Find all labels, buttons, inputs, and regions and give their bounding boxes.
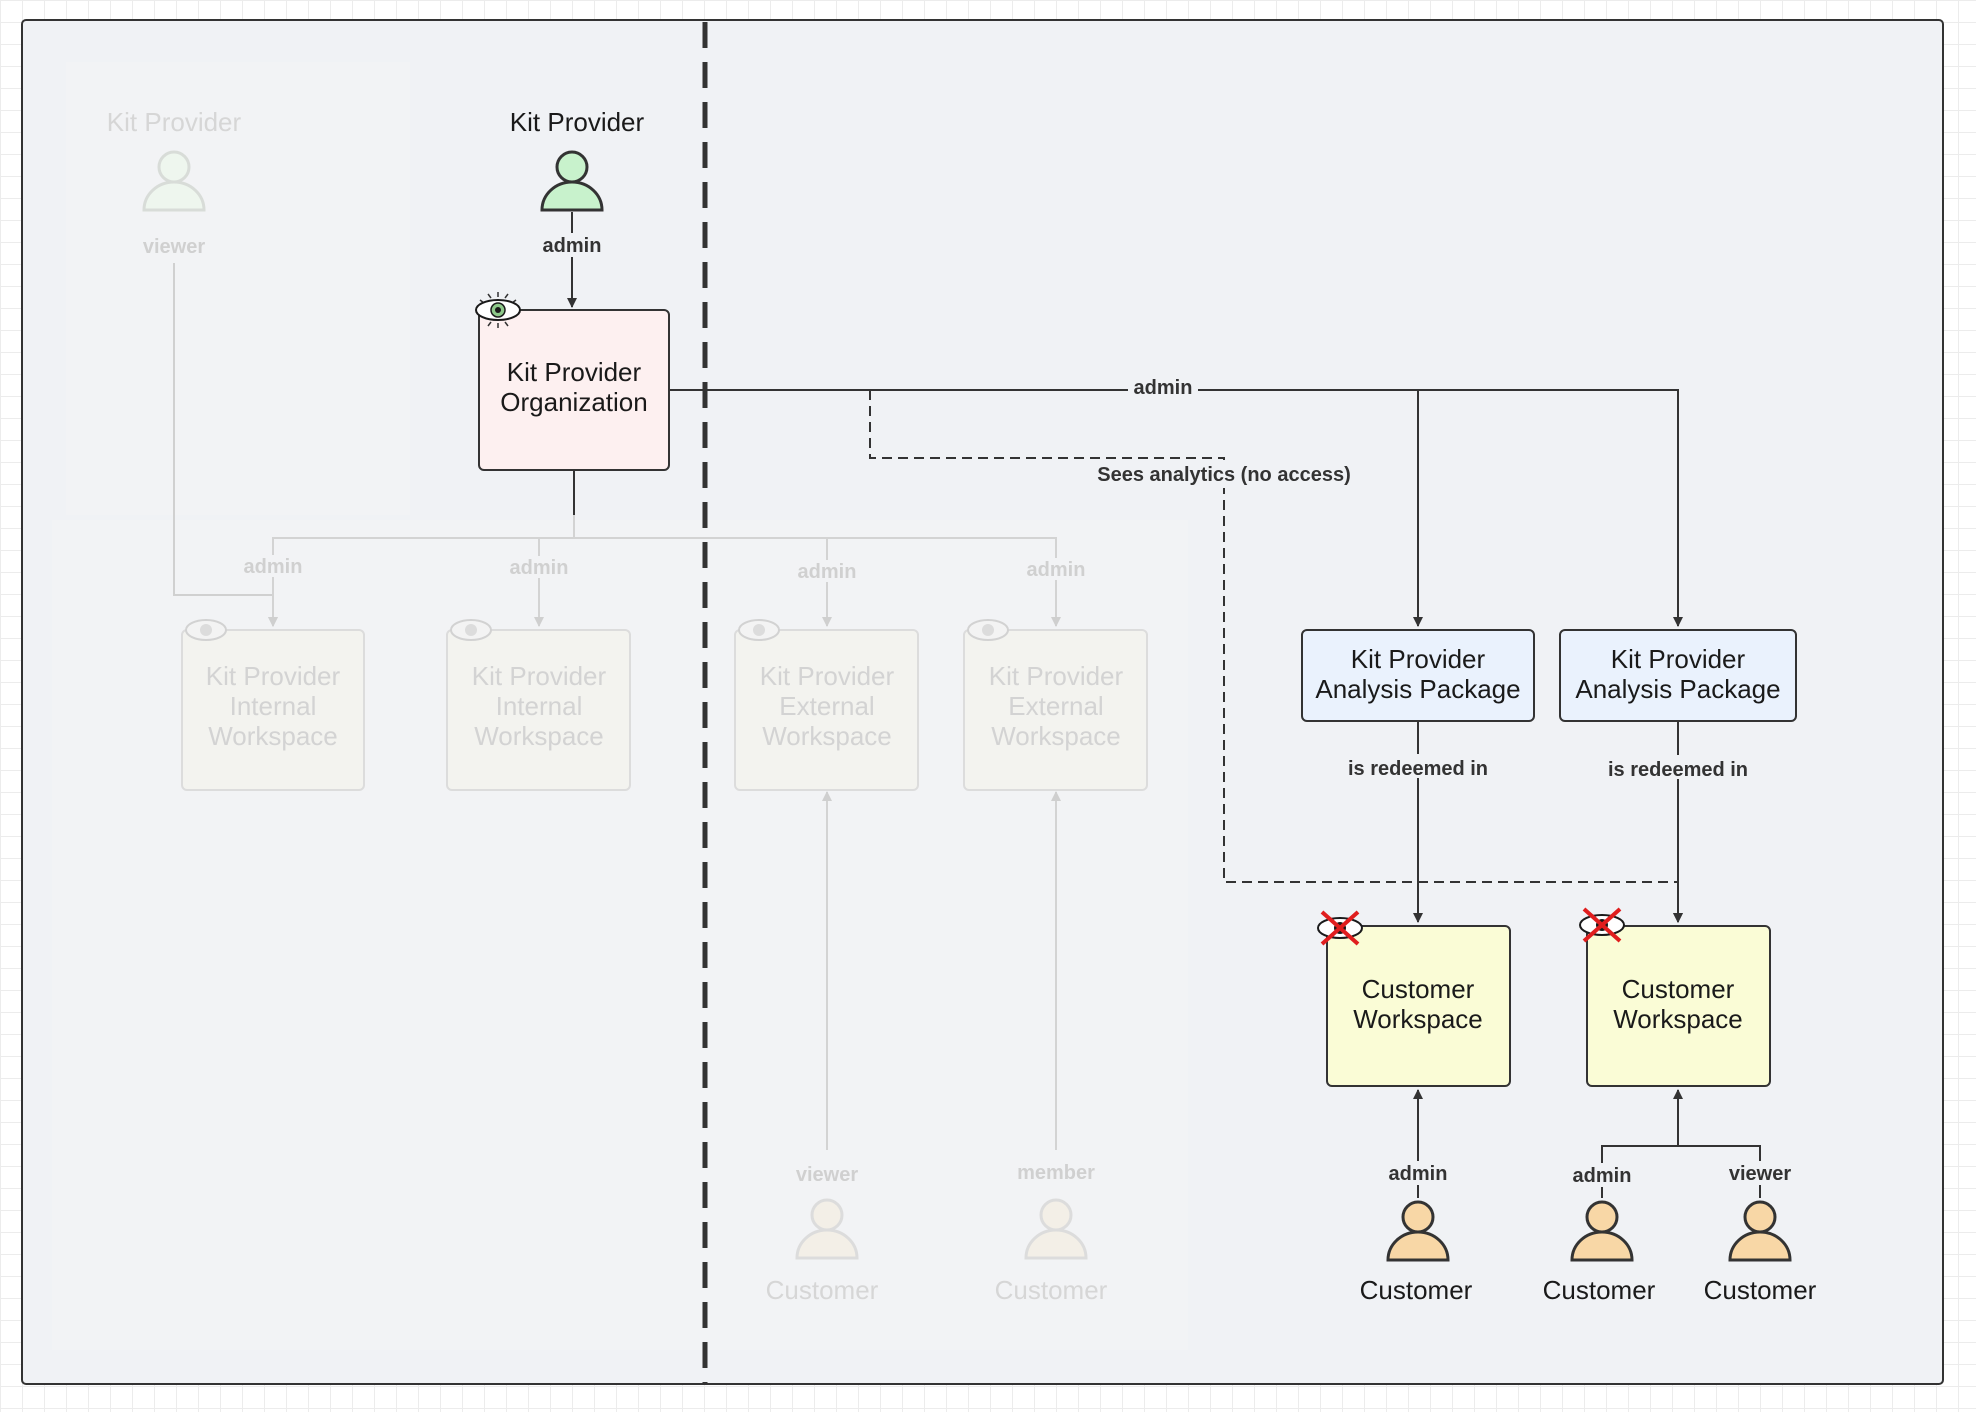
faded-customer-2: Customer bbox=[995, 1198, 1108, 1305]
svg-text:Customer: Customer bbox=[1543, 1275, 1656, 1305]
customer-role-2: admin bbox=[1573, 1165, 1632, 1187]
customer-role-3: viewer bbox=[1729, 1163, 1791, 1185]
organization-box[interactable]: Kit Provider Organization bbox=[478, 309, 670, 471]
sees-analytics-edge bbox=[869, 390, 1683, 923]
customer-actor-2: Customer bbox=[1543, 1200, 1656, 1305]
organization-label-line1: Kit Provider bbox=[507, 357, 642, 387]
svg-text:Kit Provider: Kit Provider bbox=[472, 661, 607, 691]
svg-text:Internal: Internal bbox=[230, 691, 317, 721]
redeemed-label-1: is redeemed in bbox=[1348, 758, 1488, 780]
svg-text:Workspace: Workspace bbox=[474, 721, 604, 751]
user-icon bbox=[540, 150, 604, 212]
svg-text:Workspace: Workspace bbox=[208, 721, 338, 751]
customer-role-1: admin bbox=[1389, 1163, 1448, 1185]
faded-provider-label: Kit Provider bbox=[107, 107, 242, 137]
eye-crossed-icon bbox=[1579, 907, 1625, 943]
svg-text:Internal: Internal bbox=[496, 691, 583, 721]
svg-text:Kit Provider: Kit Provider bbox=[206, 661, 341, 691]
analysis-package-2[interactable]: Kit Provider Analysis Package bbox=[1559, 629, 1797, 722]
internal-workspace-2: Kit Provider Internal Workspace bbox=[446, 619, 631, 791]
internal-workspace-1: Kit Provider Internal Workspace bbox=[181, 619, 365, 791]
faded-internal-role-1: admin bbox=[244, 556, 303, 578]
user-icon bbox=[1728, 1200, 1792, 1262]
eye-icon bbox=[185, 619, 227, 641]
svg-text:Workspace: Workspace bbox=[1613, 1004, 1743, 1034]
user-icon bbox=[1024, 1198, 1088, 1260]
provider-admin-role: admin bbox=[543, 235, 602, 257]
eye-icon bbox=[738, 619, 780, 641]
user-icon bbox=[1386, 1200, 1450, 1262]
eye-icon bbox=[475, 292, 521, 328]
user-icon bbox=[1570, 1200, 1634, 1262]
provider-label: Kit Provider bbox=[510, 107, 645, 137]
faded-internal-role-2: admin bbox=[510, 557, 569, 579]
eye-icon bbox=[967, 619, 1009, 641]
faded-org-tree bbox=[268, 515, 1061, 627]
svg-text:Analysis Package: Analysis Package bbox=[1575, 674, 1780, 704]
svg-text:Kit Provider: Kit Provider bbox=[1351, 644, 1486, 674]
svg-text:External: External bbox=[1008, 691, 1103, 721]
customer-actor-1: Customer bbox=[1360, 1200, 1473, 1305]
svg-text:Customer: Customer bbox=[995, 1275, 1108, 1305]
faded-viewer-role: viewer bbox=[143, 236, 205, 258]
svg-text:External: External bbox=[779, 691, 874, 721]
provider-actor: Kit Provider bbox=[510, 107, 645, 212]
svg-text:Customer: Customer bbox=[1362, 974, 1475, 1004]
faded-external-role-1: admin bbox=[798, 561, 857, 583]
customer-actor-3: Customer bbox=[1704, 1200, 1817, 1305]
svg-text:Analysis Package: Analysis Package bbox=[1315, 674, 1520, 704]
faded-provider-actor: Kit Provider bbox=[107, 107, 242, 212]
analysis-package-1[interactable]: Kit Provider Analysis Package bbox=[1301, 629, 1535, 722]
faded-provider-region bbox=[66, 62, 410, 515]
user-icon bbox=[142, 150, 206, 212]
svg-text:Workspace: Workspace bbox=[762, 721, 892, 751]
faded-customer-role-2: member bbox=[1017, 1162, 1095, 1184]
faded-external-role-2: admin bbox=[1027, 559, 1086, 581]
svg-text:Customer: Customer bbox=[1622, 974, 1735, 1004]
customer-workspace-1[interactable]: Customer Workspace bbox=[1326, 925, 1511, 1087]
svg-text:Kit Provider: Kit Provider bbox=[989, 661, 1124, 691]
customer-workspace-2[interactable]: Customer Workspace bbox=[1586, 925, 1771, 1087]
svg-text:Kit Provider: Kit Provider bbox=[1611, 644, 1746, 674]
eye-crossed-icon bbox=[1317, 910, 1363, 946]
organization-label-line2: Organization bbox=[500, 387, 647, 417]
redeemed-label-2: is redeemed in bbox=[1608, 759, 1748, 781]
svg-text:Customer: Customer bbox=[1704, 1275, 1817, 1305]
external-workspace-1: Kit Provider External Workspace bbox=[734, 619, 919, 791]
svg-text:Workspace: Workspace bbox=[1353, 1004, 1483, 1034]
svg-text:Workspace: Workspace bbox=[991, 721, 1121, 751]
eye-icon bbox=[450, 619, 492, 641]
faded-customer-1: Customer bbox=[766, 1198, 879, 1305]
svg-text:Kit Provider: Kit Provider bbox=[760, 661, 895, 691]
sees-analytics-label: Sees analytics (no access) bbox=[1097, 464, 1350, 486]
user-icon bbox=[795, 1198, 859, 1260]
faded-customer-role-1: viewer bbox=[796, 1164, 858, 1186]
admin-to-packages-edge bbox=[669, 389, 1683, 627]
external-workspace-2: Kit Provider External Workspace bbox=[963, 619, 1148, 791]
admin-to-packages-label: admin bbox=[1134, 377, 1193, 399]
svg-text:Customer: Customer bbox=[766, 1275, 879, 1305]
svg-text:Customer: Customer bbox=[1360, 1275, 1473, 1305]
